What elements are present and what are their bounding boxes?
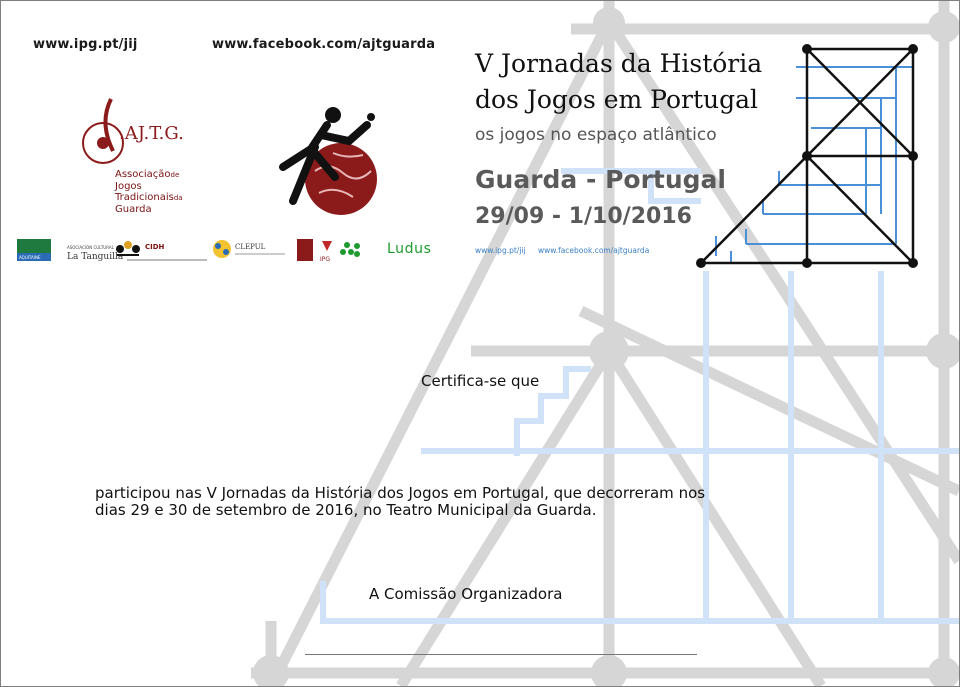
ajtg-logo-icon: .AJ.T.G. xyxy=(82,98,184,164)
certificate-body: participou nas V Jornadas da História do… xyxy=(95,485,885,519)
certificate-intro: Certifica-se que xyxy=(421,372,540,390)
signature-caption: A Comissão Organizadora xyxy=(369,585,563,603)
clepul-logo-text: CLEPUL xyxy=(235,243,266,251)
event-dates: 29/09 - 1/10/2016 xyxy=(475,204,692,229)
tanguilla-small-text: ASOCIACIÓN CULTURAL xyxy=(67,245,115,250)
event-location: Guarda - Portugal xyxy=(475,165,726,194)
ludus-logo-text: Ludus xyxy=(387,241,432,257)
signature-line xyxy=(305,654,697,655)
event-title-line1: V Jornadas da História xyxy=(475,49,763,78)
player-globe-logo-icon xyxy=(279,107,377,215)
certificate-body-line1: participou nas V Jornadas da História do… xyxy=(95,484,706,502)
event-link-facebook: www.facebook.com/ajtguarda xyxy=(537,246,650,255)
ipg-logo-text: IPG xyxy=(320,256,330,263)
partner-logos-strip: AQUITAINE ASOCIACIÓN CULTURAL La Tanguil… xyxy=(17,239,360,263)
cidh-logo-text: CIDH xyxy=(145,243,165,251)
certificate-body-line2: dias 29 e 30 de setembro de 2016, no Tea… xyxy=(95,501,597,519)
ajtg-association-name: Associaçãode Jogos Tradicionaisda Guarda xyxy=(115,169,183,215)
tanguilla-logo-text: La Tanguilla xyxy=(67,252,124,262)
event-subtitle: os jogos no espaço atlântico xyxy=(475,125,717,145)
header-url-ipg: www.ipg.pt/jij xyxy=(33,37,138,52)
ajtg-mark: .AJ.T.G. xyxy=(119,123,184,144)
header-url-facebook: www.facebook.com/ajtguarda xyxy=(212,37,436,52)
event-title-line2: dos Jogos em Portugal xyxy=(475,85,759,114)
event-links: www.ipg.pt/jij www.facebook.com/ajtguard… xyxy=(475,246,659,255)
event-link-ipg: www.ipg.pt/jij xyxy=(475,246,526,255)
aquitaine-logo-text: AQUITAINE xyxy=(19,255,41,260)
